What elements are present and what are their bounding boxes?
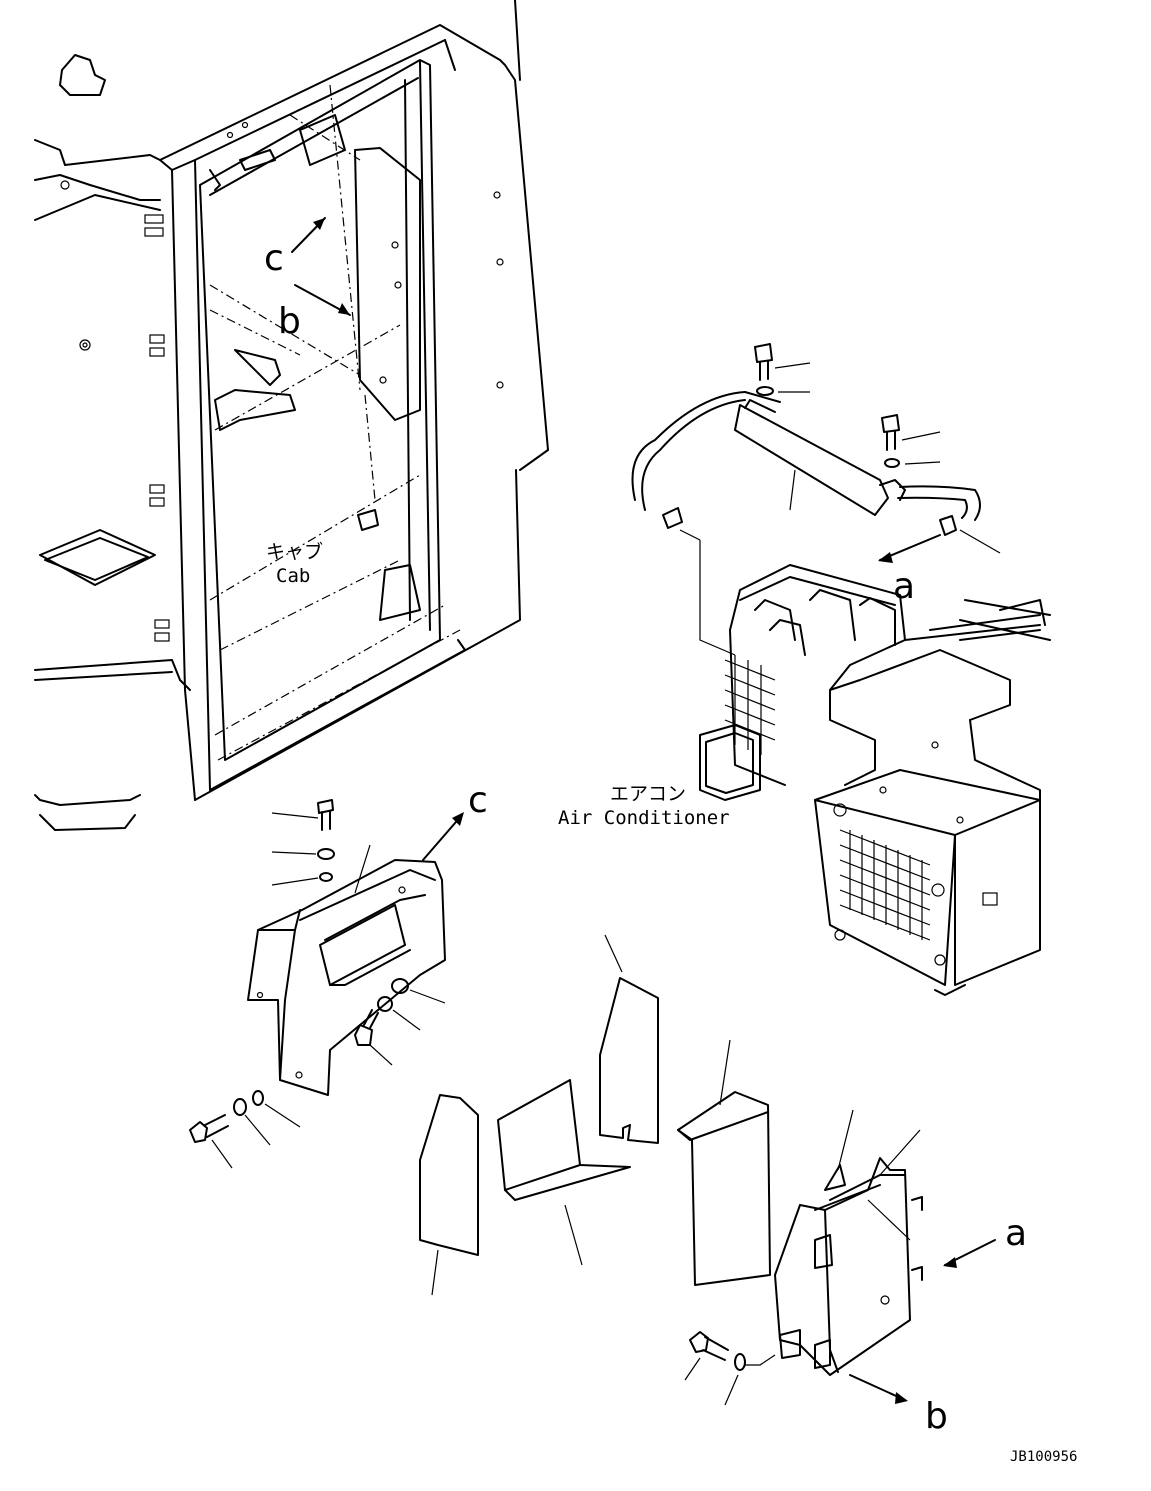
- drain-hose-assembly: [631, 343, 1001, 656]
- cab-label-en: Cab: [276, 565, 310, 587]
- callout-a-bottom: a: [1005, 1213, 1027, 1254]
- callout-b-cab: b: [278, 301, 301, 342]
- air-conditioner-unit: [699, 564, 1051, 996]
- callout-a-top: a: [893, 566, 915, 607]
- callout-c-cab: c: [264, 238, 284, 279]
- callout-b-bottom: b: [925, 1396, 948, 1437]
- cab-assembly: [34, 0, 549, 831]
- drawing-code: JB100956: [1010, 1449, 1077, 1465]
- duct-cover: [684, 1109, 996, 1406]
- callout-c-bracket: c: [468, 780, 488, 821]
- air-conditioner-label-jp: エアコン: [610, 783, 686, 805]
- insulation-panels: [419, 934, 771, 1296]
- air-conditioner-label-en: Air Conditioner: [558, 807, 730, 829]
- cab-label-jp: キャブ: [266, 540, 323, 563]
- duct-bracket: [189, 799, 464, 1169]
